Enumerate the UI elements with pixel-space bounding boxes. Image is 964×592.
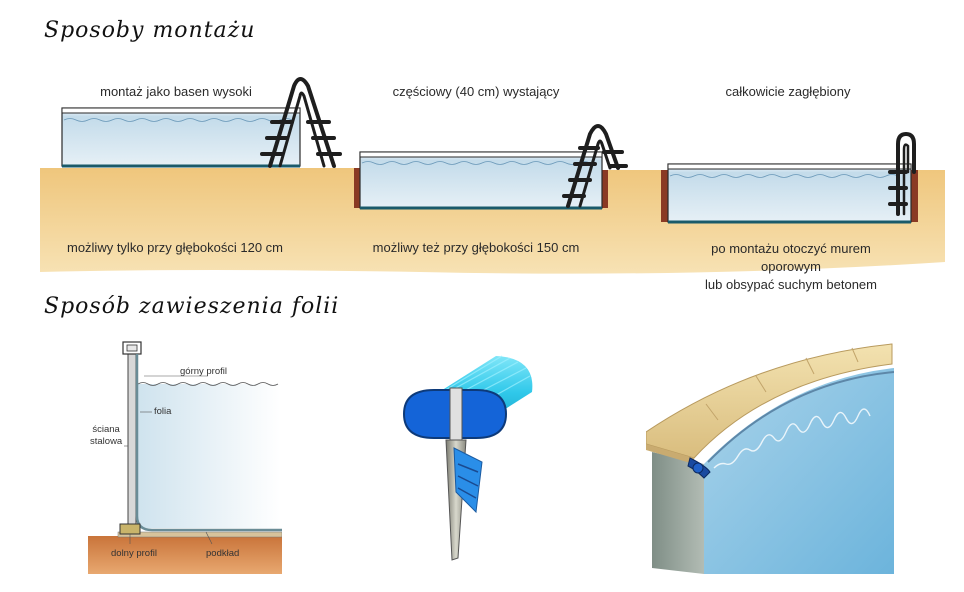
ladder-partially-sunk-icon xyxy=(562,124,628,208)
mounting-title-fully-sunk: całkowicie zagłębiony xyxy=(725,84,851,99)
bottom-profile-label: dolny profil xyxy=(111,548,157,559)
mounting-methods-heading: Sposoby montażu xyxy=(44,18,256,43)
ground-terrain xyxy=(40,168,945,274)
pool-partially-sunk xyxy=(354,151,608,210)
pool-edge-3d-illustration xyxy=(646,343,894,574)
underlay-label: podkład xyxy=(206,548,240,559)
mounting-title-above-ground: montaż jako basen wysoki xyxy=(100,84,252,99)
ladder-fully-sunk-icon xyxy=(888,131,916,216)
steel-wall-label-line-2: stalowa xyxy=(90,436,123,447)
mounting-caption-fully-sunk: po montażu otoczyć murem oporowym lub ob… xyxy=(705,240,878,294)
mounting-methods-diagram xyxy=(40,77,945,274)
profile-clip-icon xyxy=(692,462,704,474)
steel-wall-label-line-1: ściana xyxy=(92,424,120,435)
liner-profile-3d-illustration xyxy=(402,355,533,561)
liner-cross-section-diagram xyxy=(88,341,282,574)
mounting-caption-fully-sunk-line-2: lub obsypać suchym betonem xyxy=(705,277,877,292)
mounting-caption-partially-sunk: możliwy też przy głębokości 150 cm xyxy=(372,240,580,255)
pool-above-ground xyxy=(61,107,301,168)
mounting-title-partially-sunk: częściowy (40 cm) wystający xyxy=(392,84,560,99)
mounting-caption-above-ground: możliwy tylko przy głębokości 120 cm xyxy=(66,240,284,255)
top-profile-label: górny profil xyxy=(180,366,227,377)
ladder-above-ground-icon xyxy=(260,77,342,168)
pool-fully-sunk xyxy=(661,163,918,224)
liner-hanging-heading: Sposób zawieszenia folii xyxy=(44,294,340,319)
mounting-caption-fully-sunk-line-1: po montażu otoczyć murem oporowym xyxy=(711,241,871,274)
steel-wall-label: ściana stalowa xyxy=(90,424,122,448)
liner-label: folia xyxy=(154,406,172,417)
